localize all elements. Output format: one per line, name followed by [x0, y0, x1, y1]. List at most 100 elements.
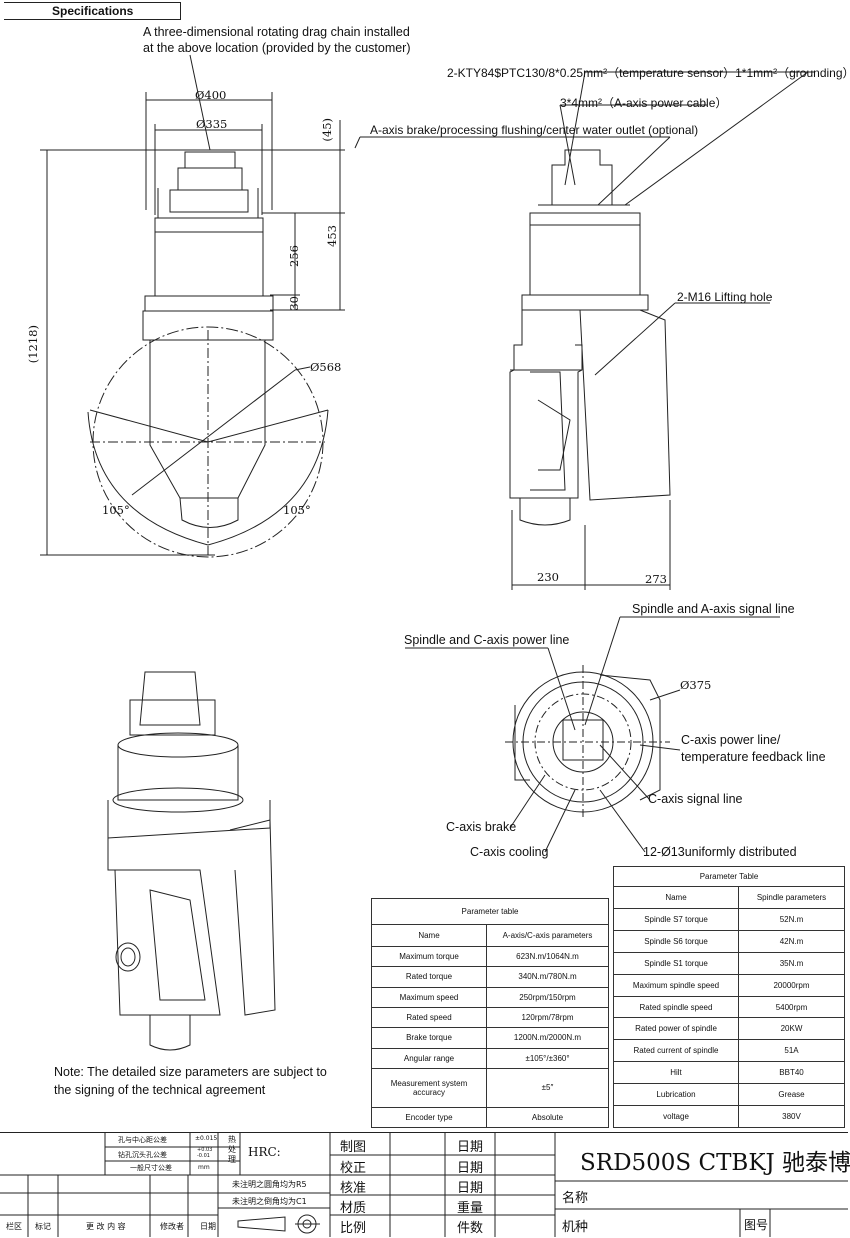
brake-note: A-axis brake/processing flushing/center …: [370, 123, 699, 137]
holes-label: 12-Ø13uniformly distributed: [643, 845, 797, 859]
fillet-note: 未注明之圆角均为R5: [232, 1180, 307, 1189]
param-value: 35N.m: [738, 951, 845, 975]
dim-w273: 273: [645, 572, 667, 586]
tol3-label: 一般尺寸公差: [130, 1164, 172, 1172]
tol2-value: +0.03 -0.01: [197, 1147, 213, 1159]
rev-col-editor: 修改者: [160, 1222, 184, 1231]
dim-d375: Ø375: [680, 678, 712, 692]
parameter-table-spindle-title: Parameter Table: [613, 866, 845, 887]
c-cooling-label: C-axis cooling: [470, 845, 549, 859]
spindle-a-signal-label: Spindle and A-axis signal line: [632, 602, 795, 616]
dim-d335: Ø335: [196, 117, 228, 131]
param-value: BBT40: [738, 1061, 845, 1085]
dim-d400: Ø400: [195, 88, 227, 102]
param-name: Lubrication: [613, 1083, 739, 1107]
header-tab: [4, 2, 181, 20]
table-row: Measurement system accuracy±5″: [371, 1067, 609, 1108]
param-name: voltage: [613, 1105, 739, 1128]
param-name: Measurement system accuracy: [371, 1067, 487, 1108]
param-name: Rated power of spindle: [613, 1017, 739, 1041]
param-value: 340N.m/780N.m: [486, 966, 609, 988]
chamfer-note: 未注明之倒角均为C1: [232, 1197, 307, 1206]
param-value: 250rpm/150rpm: [486, 986, 609, 1008]
side-view-drawing: [354, 71, 815, 590]
parameter-table-a-header-value: A-axis/C-axis parameters: [486, 924, 609, 947]
qty-label: 件数: [457, 1221, 484, 1236]
rev-col-content: 更 改 内 容: [86, 1222, 126, 1231]
param-name: Encoder type: [371, 1106, 487, 1129]
spindle-c-power-label: Spindle and C-axis power line: [404, 633, 570, 647]
param-name: Rated speed: [371, 1006, 487, 1029]
dim-h453: 453: [325, 225, 339, 247]
param-name: Spindle S1 torque: [613, 951, 739, 975]
param-value: Absolute: [486, 1106, 609, 1129]
front-view-drawing: [40, 92, 345, 558]
tol2-label: 钻孔沉头孔公差: [118, 1151, 167, 1159]
dim-h256: 256: [287, 245, 301, 267]
rev-col-date: 日期: [200, 1222, 216, 1231]
param-value: 42N.m: [738, 929, 845, 953]
title-block: 孔与中心距公差 ±0.015 钻孔沉头孔公差 +0.03 -0.01 一般尺寸公…: [0, 1132, 850, 1237]
hrc-label: HRC:: [248, 1145, 281, 1159]
title-block-grid: [0, 1133, 848, 1237]
param-value: 52N.m: [738, 908, 845, 931]
param-name: Spindle S6 torque: [613, 929, 739, 953]
param-name: Rated torque: [371, 966, 487, 988]
param-value: 1200N.m/2000N.m: [486, 1027, 609, 1049]
table-row: Angular range±105°/±360°: [371, 1047, 609, 1069]
param-value: 51A: [738, 1039, 845, 1063]
draw-label: 制图: [340, 1140, 367, 1155]
name-label: 名称: [562, 1191, 589, 1206]
dim-h45: (45): [320, 118, 334, 142]
date-label-2: 日期: [457, 1161, 484, 1176]
parameter-table-spindle-header-value: Spindle parameters: [738, 886, 845, 909]
param-value: 380V: [738, 1105, 845, 1128]
isometric-view-drawing: [107, 671, 276, 1051]
header-tab-label: Specifications: [52, 4, 134, 18]
tol3-value: mm: [198, 1164, 210, 1171]
agreement-note: Note: The detailed size parameters are s…: [54, 1065, 327, 1097]
power-cable-note: 3*4mm²（A-axis power cable）: [560, 96, 728, 110]
c-power-feedback-label: C-axis power line/ temperature feedback …: [681, 733, 826, 764]
rev-col-mark: 标记: [35, 1222, 51, 1231]
param-name: Maximum speed: [371, 986, 487, 1008]
parameter-table-a-title: Parameter table: [371, 898, 609, 925]
dim-angle-right: 105°: [283, 503, 311, 517]
bottom-view-drawing: [405, 616, 780, 853]
tol1-value: ±0.015: [195, 1135, 218, 1142]
tol1-label: 孔与中心距公差: [118, 1136, 167, 1144]
lifting-hole-note: 2-M16 Lifting hole: [677, 290, 773, 304]
model-label: 机种: [562, 1220, 589, 1235]
c-brake-label: C-axis brake: [446, 820, 517, 834]
param-name: Brake torque: [371, 1027, 487, 1049]
date-label-1: 日期: [457, 1140, 484, 1155]
param-value: ±105°/±360°: [486, 1047, 609, 1069]
dim-w230: 230: [537, 570, 559, 584]
param-name: Maximum torque: [371, 945, 487, 968]
dim-h1218: (1218): [26, 325, 40, 364]
dim-d568: Ø568: [310, 360, 342, 374]
dim-h30: 30: [287, 296, 301, 311]
drag-chain-note: A three-dimensional rotating drag chain …: [143, 25, 411, 55]
sensor-note: 2-KTY84$PTC130/8*0.25mm²（temperature sen…: [447, 66, 850, 80]
param-value: 20KW: [738, 1017, 845, 1041]
scale-label: 比例: [340, 1221, 367, 1236]
drawing-title: SRD500S CTBKJ 驰泰博: [580, 1150, 850, 1176]
param-name: Spindle S7 torque: [613, 908, 739, 931]
parameter-table-spindle-header-name: Name: [613, 886, 739, 909]
